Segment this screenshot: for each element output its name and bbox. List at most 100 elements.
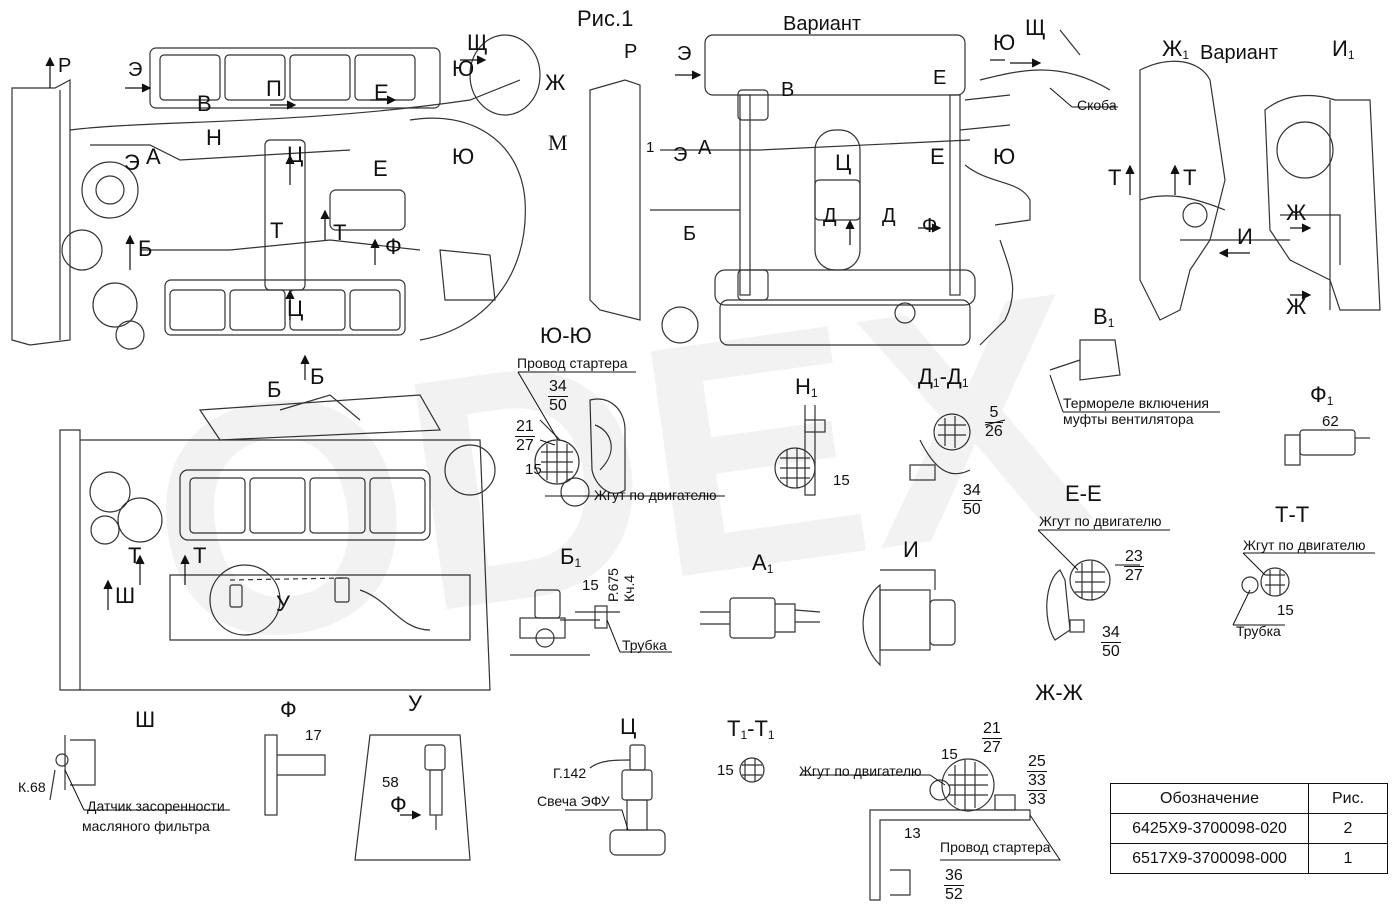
- section-t-t-title: Т-Т: [1275, 502, 1310, 527]
- detail-f: [264, 734, 326, 816]
- view-letter-t: Т: [270, 218, 284, 243]
- spec-table-cell: 6425Х9-3700098-020: [1110, 813, 1309, 844]
- section-yu-yu-title: Ю-Ю: [540, 323, 592, 348]
- view-letter-t-3: Т: [1108, 165, 1122, 190]
- variant-i1-view: [1264, 94, 1381, 311]
- part-num-zh-15: 15: [941, 746, 958, 763]
- part-num-t1-15: 15: [717, 762, 734, 779]
- section-f-title: Ф: [280, 697, 297, 722]
- detail-t1-t1: [739, 757, 765, 783]
- detail-u: [354, 734, 471, 861]
- tube-label: Трубка: [622, 637, 667, 653]
- detail-b1: [510, 589, 620, 656]
- view-letter-b: Б: [138, 236, 153, 261]
- view-letter-shch-2: Щ: [1025, 15, 1046, 40]
- view-letter-a: А: [146, 144, 161, 169]
- section-ts-title: Ц: [620, 714, 637, 739]
- view-letter-t-4: Т: [1183, 165, 1197, 190]
- engine-harness-label-4: Жгут по двигателю: [799, 763, 922, 779]
- spec-table-cell: 1: [1308, 843, 1388, 874]
- view-letter-e-4: Е: [930, 144, 945, 169]
- view-letter-v: В: [197, 91, 212, 116]
- view-letter-yu-4: Ю: [993, 144, 1016, 169]
- view-letter-zh-3: Ж: [1286, 294, 1307, 319]
- section-zh-zh-title: Ж-Ж: [1035, 680, 1083, 705]
- view-letter-e-hard-3: Э: [677, 43, 692, 65]
- section-v1-title: В1: [1093, 304, 1115, 330]
- spec-table: Обозначение Рис. 6425Х9-3700098-020 2 65…: [1110, 783, 1388, 874]
- view-letter-m: М: [548, 130, 568, 155]
- spec-table-row: 6425Х9-3700098-020 2: [1110, 813, 1388, 844]
- view-letter-a-2: А: [698, 137, 712, 159]
- detail-f1: [1284, 429, 1370, 466]
- part-num-f1-62: 62: [1322, 413, 1339, 430]
- part-num-u-58: 58: [382, 774, 399, 791]
- glow-plug-label: Свеча ЭФУ: [537, 793, 610, 809]
- detail-sh: [49, 735, 96, 801]
- view-letter-d: Д: [823, 205, 837, 227]
- filter-sensor-label-1: Датчик засоренности: [87, 798, 225, 814]
- tube-label-2: Трубка: [1236, 623, 1281, 639]
- section-b1-title: Б1: [560, 544, 582, 570]
- section-yu-yu: [534, 398, 626, 507]
- view-letter-sh: Ш: [115, 583, 136, 608]
- view-letter-p: Р: [58, 55, 72, 77]
- ref-p675-label: Р.675: [605, 568, 621, 602]
- part-num-t-15: 15: [1277, 602, 1294, 619]
- section-u-title: У: [408, 691, 422, 716]
- section-t1-t1-title: Т1-Т1: [727, 716, 775, 742]
- part-num-yu-15: 15: [525, 461, 542, 478]
- view-letter-ts-3: Ц: [835, 150, 852, 175]
- thermorelay-label-1: Термореле включения: [1063, 395, 1209, 411]
- view-letter-p-2: Р: [624, 41, 638, 63]
- view-letter-e-hard-2: Э: [124, 150, 140, 175]
- detail-v1: [1049, 339, 1121, 381]
- view-letter-b-4: Б: [683, 223, 697, 245]
- engine-side-view-bottom: [59, 394, 496, 691]
- view-letter-one: 1: [646, 139, 655, 156]
- view-letter-ts: Ц: [287, 142, 304, 167]
- view-letter-zh: Ж: [545, 70, 566, 95]
- ref-kch4-label: Кч.4: [621, 574, 637, 602]
- section-d1-d1-title: Д1-Д1: [918, 364, 969, 390]
- view-letter-e-hard-4: Э: [673, 144, 688, 166]
- bracket-label: Скоба: [1077, 97, 1117, 113]
- view-letter-ts-2: Ц: [287, 296, 304, 321]
- starter-wire-label-2: Провод стартера: [940, 839, 1051, 855]
- section-a1-title: А1: [752, 550, 774, 576]
- variant-zh1-view: [1139, 60, 1290, 321]
- spec-table-cell: 6517Х9-3700098-000: [1110, 843, 1309, 874]
- view-letter-b-2: Б: [310, 364, 325, 389]
- section-zh-zh: [869, 758, 1031, 901]
- view-letter-f: Ф: [385, 234, 402, 259]
- filter-sensor-label-2: масляного фильтра: [82, 818, 210, 834]
- section-arrows: [45, 55, 1312, 820]
- spec-table-row: 6517Х9-3700098-000 1: [1110, 843, 1388, 874]
- thermorelay-label-2: муфты вентилятора: [1063, 411, 1194, 427]
- view-letter-e-hard: Э: [128, 59, 143, 81]
- engine-harness-label: Жгут по двигателю: [594, 487, 717, 503]
- view-letter-e-2: Е: [373, 156, 388, 181]
- view-letter-f-2: Ф: [922, 215, 938, 237]
- view-letter-yu-2: Ю: [452, 144, 475, 169]
- detail-i: [862, 569, 956, 667]
- section-n1: [774, 405, 826, 496]
- part-num-zh-13: 13: [904, 825, 921, 842]
- section-sh-title: Ш: [135, 707, 156, 732]
- view-letter-e-3: Е: [933, 67, 947, 89]
- view-letter-yu: Ю: [452, 56, 475, 81]
- view-letter-t-2: Т: [333, 220, 347, 245]
- section-t-t: [1241, 567, 1290, 597]
- spec-table-header-designation: Обозначение: [1110, 783, 1309, 814]
- variant-side-label: Вариант: [1200, 42, 1279, 64]
- section-i-title: И: [903, 537, 919, 562]
- view-letter-u: У: [276, 591, 290, 616]
- engine-harness-label-3: Жгут по двигателю: [1243, 537, 1366, 553]
- view-letter-i: И: [1237, 224, 1253, 249]
